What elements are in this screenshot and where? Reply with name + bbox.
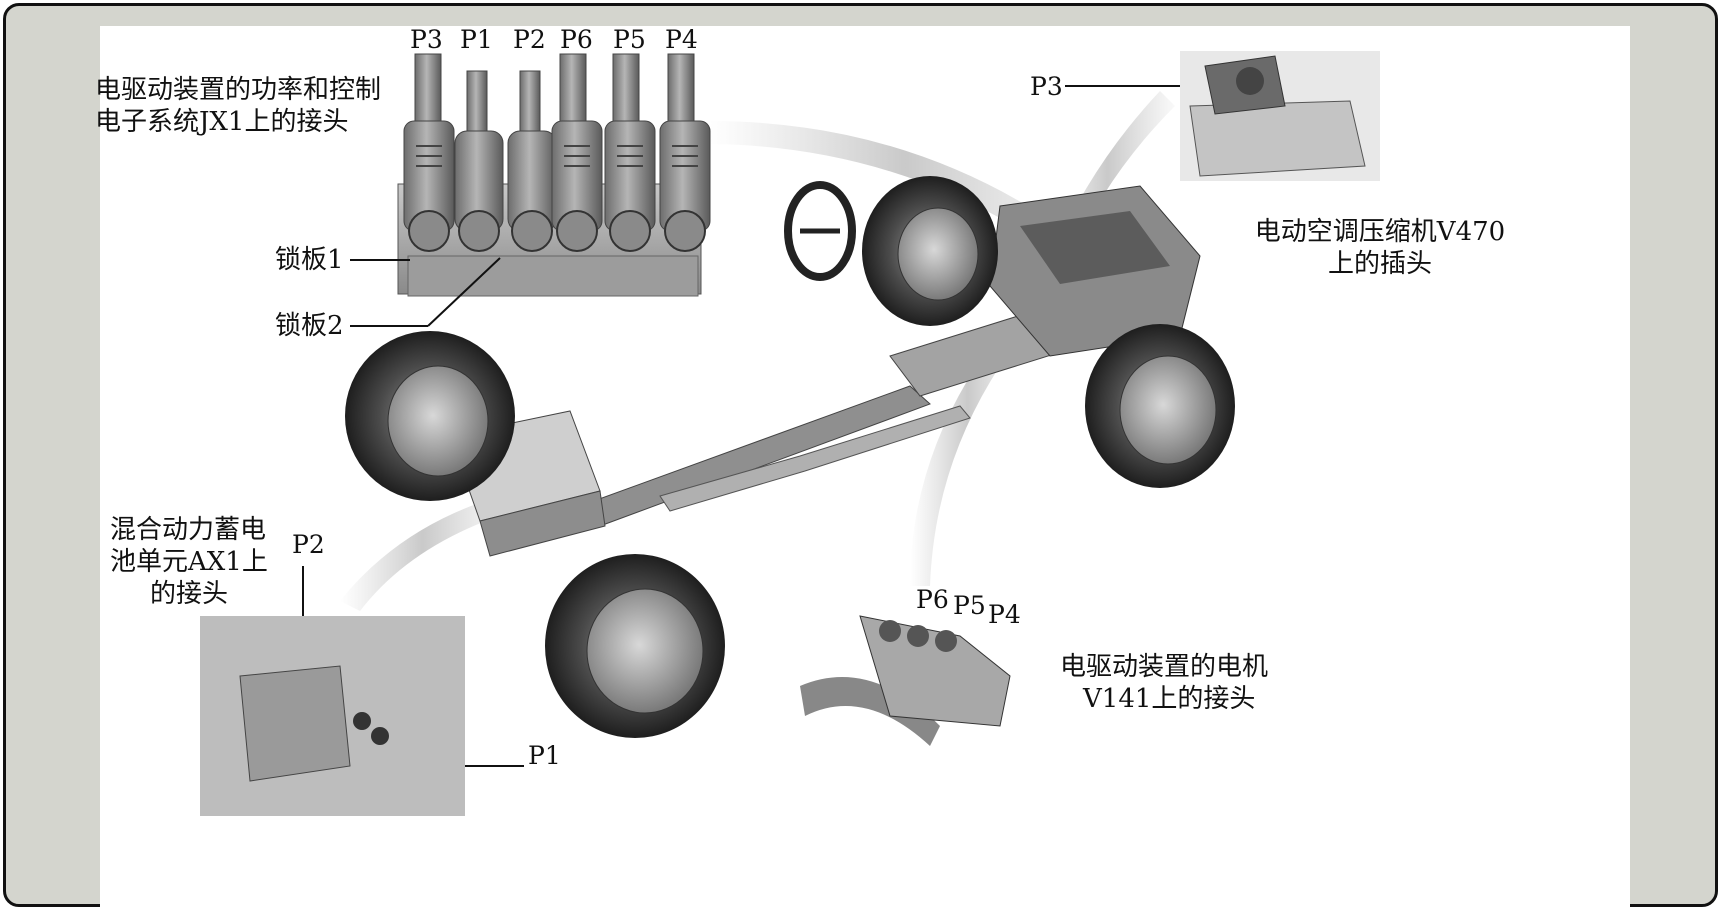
ac-compressor-p3-label: P3	[1030, 72, 1063, 101]
jx1-label-p2: P2	[513, 25, 546, 54]
jx1-label-p3: P3	[410, 25, 443, 54]
lock-plate-1-label: 锁板1	[275, 245, 344, 275]
wheel-front-right	[1085, 324, 1235, 488]
motor-caption-line1: 电驱动装置的电机	[1060, 652, 1269, 682]
ac-compressor-caption-line2: 上的插头	[1327, 249, 1432, 279]
figure-frame: P3 P1 P2 P6 P5 P4 电驱动装置的功率和控制 电子系统JX1上的接…	[3, 3, 1718, 912]
jx1-label-p1: P1	[460, 25, 493, 54]
jx1-connector-block	[397, 53, 711, 297]
battery-p2-label: P2	[292, 530, 325, 559]
engine-block	[989, 185, 1201, 357]
motor-p4-label: P4	[988, 600, 1021, 629]
wheel-rear-right	[545, 554, 725, 738]
motor-caption-line2: V141上的接头	[1083, 684, 1256, 714]
chassis-illustration	[200, 51, 1380, 816]
jx1-caption-line1: 电驱动装置的功率和控制	[95, 75, 382, 105]
ac-compressor-caption-line1: 电动空调压缩机V470	[1254, 217, 1506, 247]
battery-p1-label: P1	[528, 741, 561, 770]
battery-caption-line3: 的接头	[150, 579, 229, 609]
steering-wheel	[784, 181, 856, 281]
motor-p5-label: P5	[953, 591, 986, 620]
jx1-label-p5: P5	[613, 25, 646, 54]
battery-caption-line2: 池单元AX1上	[110, 547, 268, 577]
ac-compressor-inset	[1180, 51, 1380, 181]
jx1-caption-line2: 电子系统JX1上的接头	[95, 107, 349, 137]
driveline	[579, 305, 1081, 527]
motor-p6-label: P6	[916, 585, 949, 614]
jx1-label-p4: P4	[665, 25, 698, 54]
motor-connector-inset	[800, 615, 1011, 746]
battery-connector-inset	[200, 616, 465, 816]
jx1-label-p6: P6	[560, 25, 593, 54]
wheel-rear-left	[345, 331, 515, 501]
lock-plate-2-label: 锁板2	[275, 311, 344, 341]
battery-caption-line1: 混合动力蓄电	[110, 515, 267, 545]
wheel-front-left	[862, 176, 998, 326]
figure-panel: P3 P1 P2 P6 P5 P4 电驱动装置的功率和控制 电子系统JX1上的接…	[95, 25, 1630, 912]
